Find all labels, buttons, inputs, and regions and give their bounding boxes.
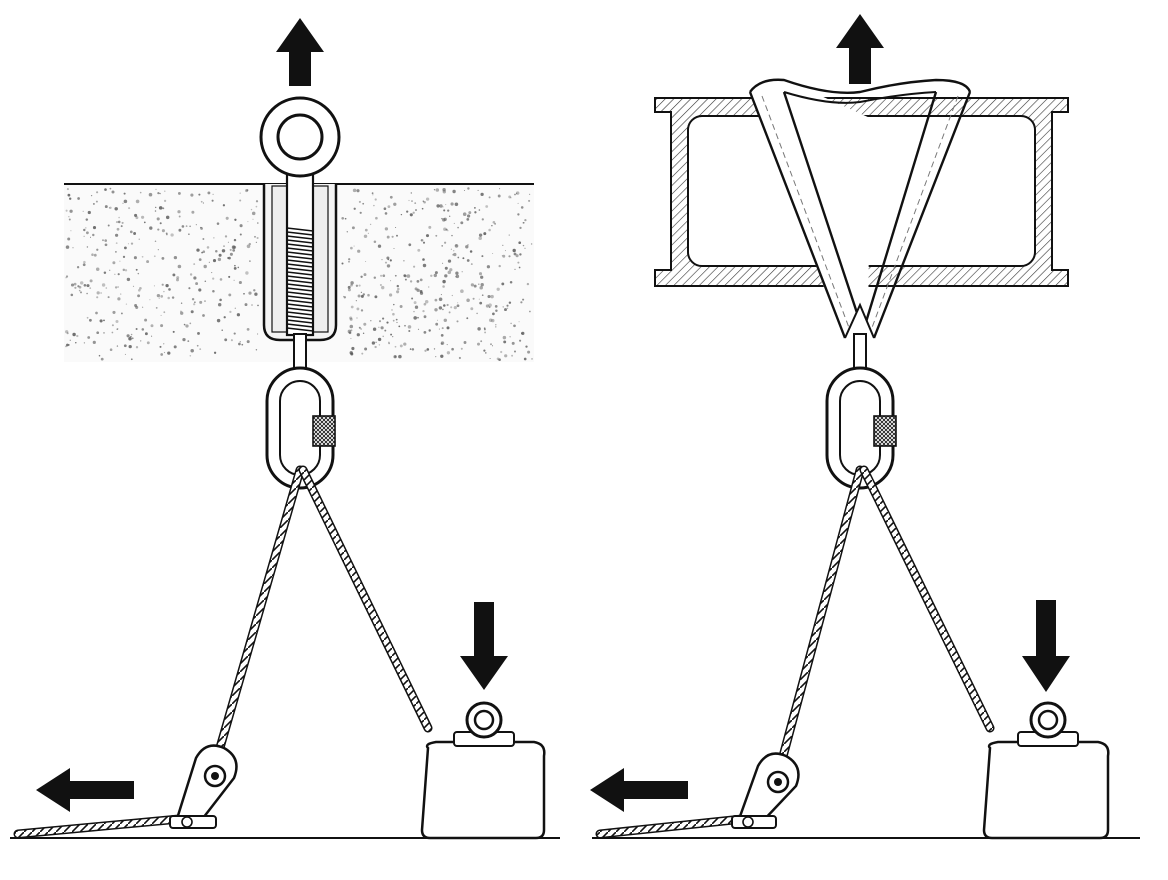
arrow-down-icon	[1022, 600, 1070, 692]
weight-icon	[982, 701, 1110, 840]
eye-bolt-icon	[259, 96, 341, 375]
rope	[13, 465, 433, 839]
arrow-down-icon	[460, 602, 508, 690]
pulley-icon	[169, 744, 238, 829]
concrete-texture	[65, 187, 533, 362]
arrow-left-icon	[36, 768, 134, 812]
carabiner-icon	[825, 366, 897, 490]
right-panel	[590, 14, 1140, 840]
left-panel	[10, 18, 560, 840]
arrow-left-icon	[590, 768, 688, 812]
carabiner-icon	[265, 366, 336, 490]
rope	[595, 465, 995, 839]
pulley-icon	[731, 752, 800, 829]
arrow-up-icon	[276, 18, 324, 86]
bolt-thread	[286, 227, 314, 332]
weight-icon	[420, 701, 546, 840]
sling	[748, 78, 972, 375]
arrow-up-icon	[836, 14, 884, 84]
